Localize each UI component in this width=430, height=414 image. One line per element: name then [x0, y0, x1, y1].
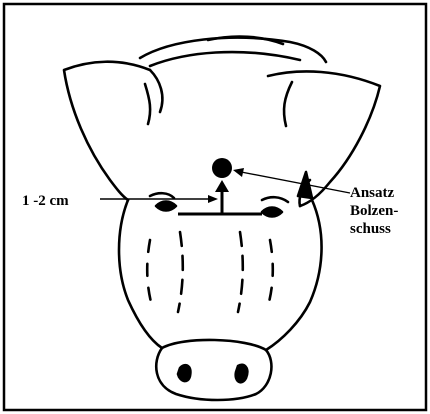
snout-line-left: [178, 232, 183, 312]
left-nostril: [178, 365, 190, 381]
right-nostril: [236, 365, 248, 383]
right-eye: [262, 208, 282, 217]
head-top-stroke: [208, 37, 283, 44]
target-leader-line: [236, 171, 350, 193]
target-point-marker: [212, 158, 232, 178]
left-ear-fold: [150, 70, 162, 112]
distance-label: 1 -2 cm: [22, 192, 69, 210]
head-top-inner-line: [150, 52, 300, 66]
left-ear: [64, 62, 150, 200]
cheek-line-left: [147, 240, 152, 306]
target-label-line2: Bolzen-: [350, 202, 398, 220]
snout-line-right: [238, 232, 243, 312]
left-eye-brow: [150, 193, 174, 198]
target-label-line3: schuss: [350, 220, 398, 238]
right-eye-brow: [262, 197, 288, 202]
face-left-side: [119, 200, 162, 348]
distance-leader-arrow: [208, 195, 218, 203]
cheek-line-right: [268, 240, 273, 306]
left-eye: [156, 202, 176, 211]
measurement-arrowhead: [215, 180, 229, 192]
target-leader-arrow: [233, 168, 244, 177]
right-ear-inner: [284, 82, 292, 126]
left-ear-inner: [145, 84, 150, 124]
snout: [156, 340, 271, 400]
face-right-side: [266, 200, 322, 350]
target-label: Ansatz Bolzen- schuss: [350, 184, 398, 238]
target-label-line1: Ansatz: [350, 184, 398, 202]
